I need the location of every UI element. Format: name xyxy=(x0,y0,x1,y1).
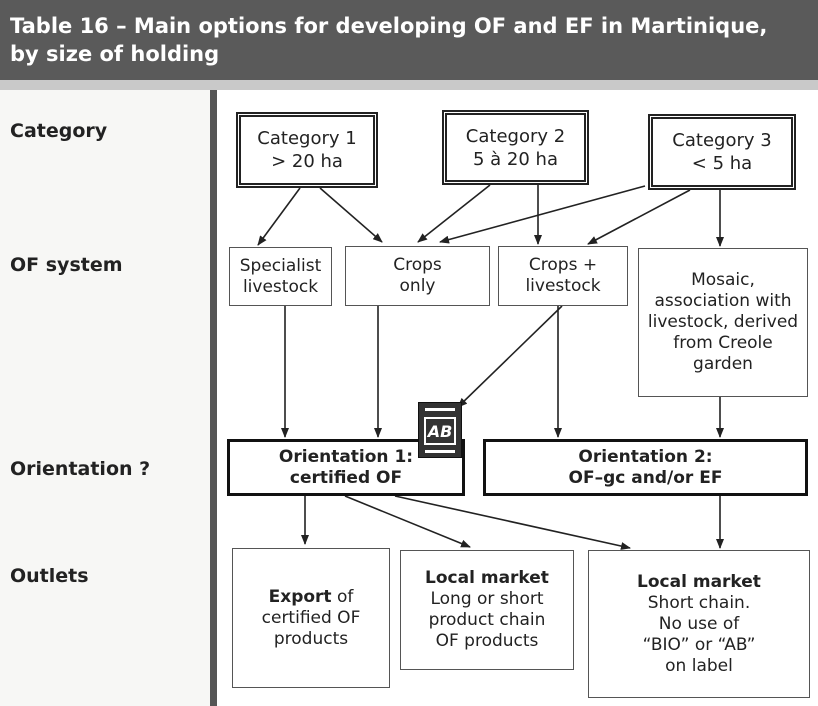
system-crops-line2: only xyxy=(399,276,436,296)
outlet-export-line2: certified OF xyxy=(261,607,361,628)
orientation-2-box: Orientation 2: OF–gc and/or EF xyxy=(483,439,808,496)
table-title: Table 16 – Main options for developing O… xyxy=(0,0,818,80)
outlet-local1-line3: product chain xyxy=(428,610,546,630)
outlet-local-market-2-box: Local market Short chain. No use of “BIO… xyxy=(588,550,810,698)
arrow-cat3-cropslivestock xyxy=(587,189,691,245)
column-separator xyxy=(210,90,217,706)
system-mosaic-line1: Mosaic, xyxy=(691,270,755,290)
category-1-size: > 20 ha xyxy=(271,151,343,172)
orientation-1-line1: Orientation 1: xyxy=(278,446,414,467)
system-crops-livestock-line2: livestock xyxy=(525,276,601,296)
system-mosaic-line5: garden xyxy=(693,354,753,374)
arrow-cat1-specialist xyxy=(257,187,301,246)
category-3-box: Category 3 < 5 ha xyxy=(648,114,796,190)
orientation-2-line1: Orientation 2: xyxy=(578,446,713,467)
outlet-local-market-1-box: Local market Long or short product chain… xyxy=(400,550,574,670)
title-line-2: by size of holding xyxy=(10,42,220,66)
outlet-export-box: Export of certified OF products xyxy=(232,548,390,688)
title-line-1: Table 16 – Main options for developing O… xyxy=(10,14,768,38)
outlet-local2-line5: on label xyxy=(665,655,733,676)
outlet-export-bold: Export xyxy=(268,586,332,607)
arrow-cat1-crops xyxy=(319,187,383,243)
category-2-box: Category 2 5 à 20 ha xyxy=(442,110,589,185)
outlet-local2-line3: No use of xyxy=(658,613,740,634)
outlet-local2-line4: “BIO” or “AB” xyxy=(642,634,756,655)
arrow-o1-local2 xyxy=(394,495,631,550)
arrow-o1-local1 xyxy=(344,495,471,548)
row-label-of-system: OF system xyxy=(10,254,123,276)
outlet-local1-title: Local market xyxy=(425,568,549,588)
header-divider-band xyxy=(0,80,818,90)
row-label-orientation: Orientation ? xyxy=(10,458,151,480)
category-3-size: < 5 ha xyxy=(691,153,753,174)
orientation-2-line2: OF–gc and/or EF xyxy=(568,467,723,488)
category-3-name: Category 3 xyxy=(672,130,772,151)
row-label-category: Category xyxy=(10,120,108,142)
outlet-export-line1: Export of xyxy=(269,587,354,608)
system-specialist-line1: Specialist xyxy=(239,255,322,276)
arrow-cropslivestock-logo xyxy=(457,305,563,408)
system-mosaic-line2: association with xyxy=(654,291,792,311)
outlet-local2-title: Local market xyxy=(637,571,761,592)
system-mosaic-box: Mosaic, association with livestock, deri… xyxy=(638,248,808,397)
category-2-size: 5 à 20 ha xyxy=(473,148,558,170)
ab-organic-logo-icon: AB xyxy=(418,402,462,458)
outlet-export-line3: products xyxy=(273,628,349,649)
row-label-column xyxy=(0,90,210,706)
system-crops-line1: Crops xyxy=(393,255,442,275)
arrow-cat2-crops xyxy=(417,184,491,243)
ab-logo-text: AB xyxy=(424,417,456,445)
system-crops-livestock-box: Crops + livestock xyxy=(498,246,628,306)
system-specialist-line2: livestock xyxy=(242,276,319,297)
arrow-cat3-crops xyxy=(439,185,646,244)
orientation-1-line2: certified OF xyxy=(289,467,403,488)
system-specialist-box: Specialist livestock xyxy=(229,247,332,306)
outlet-local1-line4: OF products xyxy=(435,631,539,651)
system-mosaic-line4: from Creole xyxy=(673,333,773,353)
category-2-name: Category 2 xyxy=(465,125,566,147)
row-label-outlets: Outlets xyxy=(10,565,89,587)
outlet-local1-line2: Long or short xyxy=(430,589,544,609)
outlet-export-of: of xyxy=(336,586,354,607)
system-crops-livestock-line1: Crops + xyxy=(528,255,598,275)
system-crops-box: Crops only xyxy=(345,246,490,306)
category-1-name: Category 1 xyxy=(257,128,357,149)
system-mosaic-line3: livestock, derived xyxy=(647,312,799,332)
outlet-local2-line2: Short chain. xyxy=(647,592,751,613)
category-1-box: Category 1 > 20 ha xyxy=(236,112,378,188)
